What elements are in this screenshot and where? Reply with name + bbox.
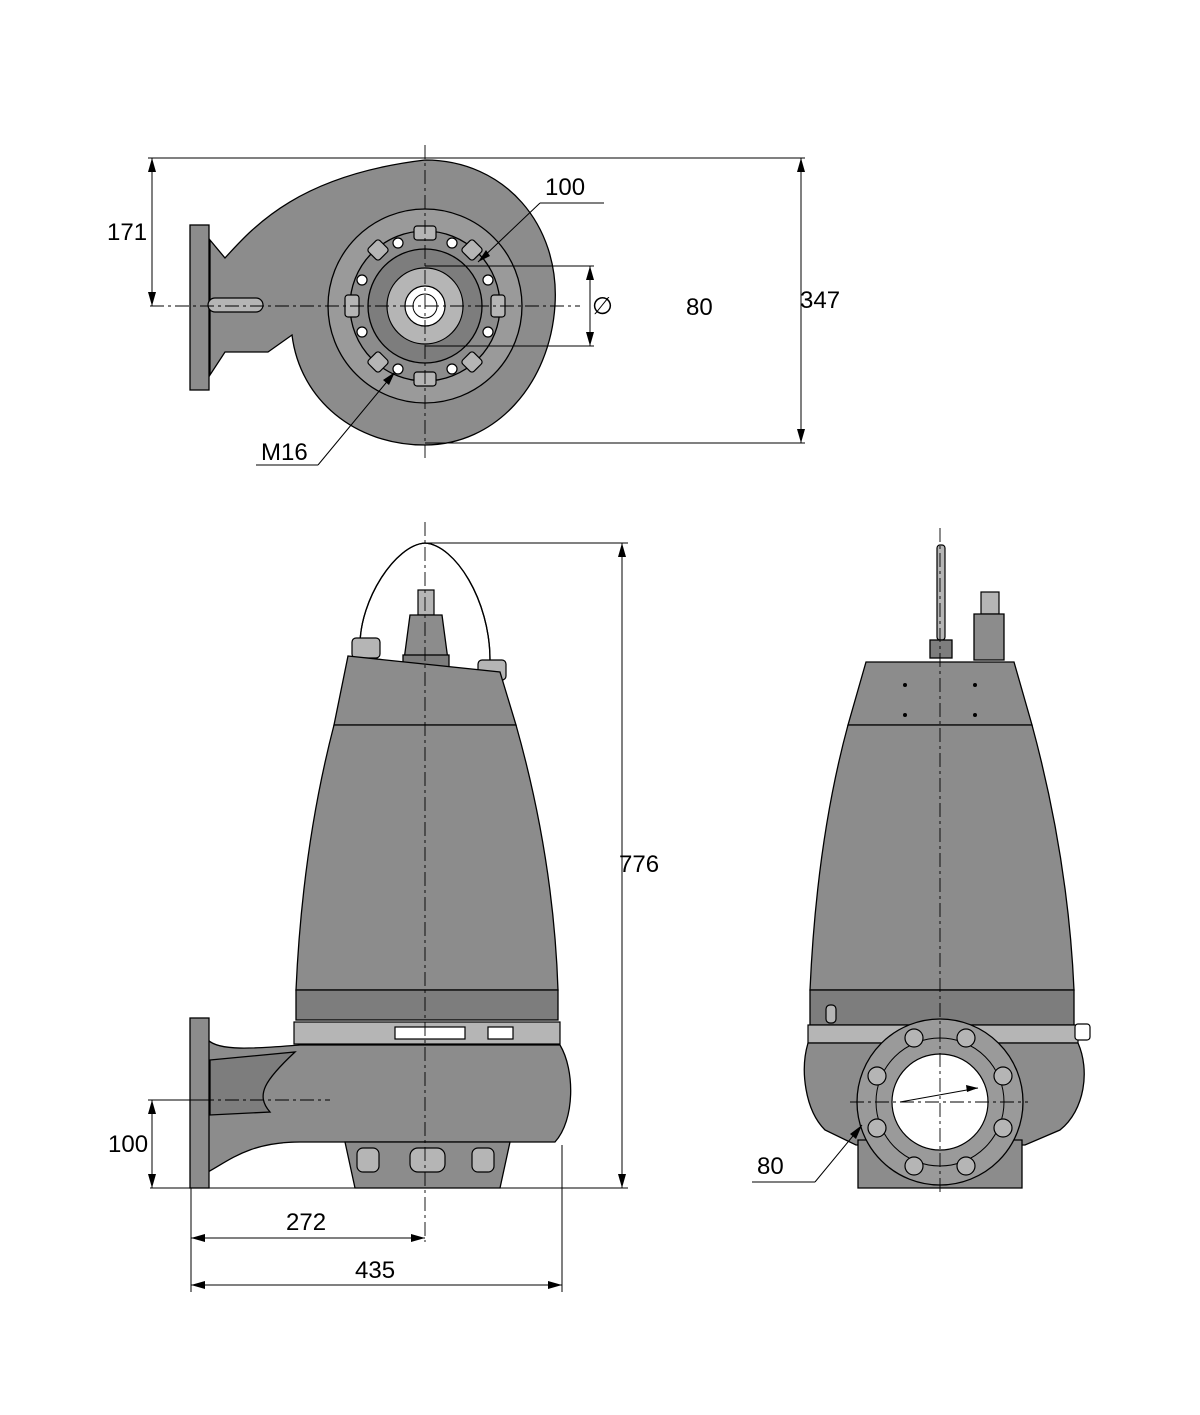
top-bolt-holes — [356, 237, 494, 375]
side-outlet-flange — [189, 1017, 210, 1189]
dim-171-label: 171 — [107, 219, 147, 246]
front-flange-label: 80 — [757, 1153, 784, 1180]
dim-435-label: 435 — [355, 1257, 395, 1284]
leader-100 — [477, 202, 541, 263]
dim-100-side-label: 100 — [108, 1131, 148, 1158]
dim-347-label: 347 — [800, 287, 840, 314]
dim-80-top-label: 80 — [686, 294, 713, 321]
top-outlet-flange — [189, 224, 210, 391]
front-view: 80 — [752, 528, 1091, 1196]
side-motor-band — [295, 989, 559, 1021]
side-motor-housing — [295, 724, 559, 991]
side-cable-entry — [417, 589, 435, 616]
side-view: 776 100 272 435 — [108, 522, 659, 1292]
side-pump-housing — [207, 1038, 572, 1174]
diameter-symbol: ∅ — [592, 293, 613, 320]
front-flange-bolts — [867, 1028, 1013, 1176]
top-view: 171 347 ∅ 80 100 M16 — [107, 145, 840, 466]
front-cable-entry — [980, 591, 1000, 615]
leader-m16 — [317, 371, 396, 466]
front-lifting-rod — [936, 544, 946, 641]
bolt-circle-label: 100 — [545, 174, 585, 201]
front-motor-housing — [809, 724, 1075, 991]
dim-272-label: 272 — [286, 1209, 326, 1236]
dim-776-label: 776 — [619, 851, 659, 878]
bolt-thread-label: M16 — [261, 439, 308, 466]
top-outlet-neck — [207, 297, 264, 313]
